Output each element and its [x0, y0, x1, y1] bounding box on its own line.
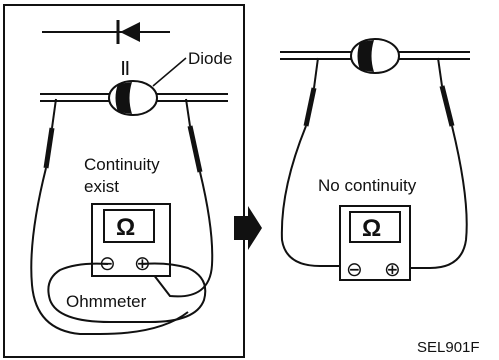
ohm-symbol-left: Ω [116, 214, 135, 241]
lead-left [30, 167, 189, 335]
probe-right-icon [185, 98, 203, 173]
diode-component-right-icon [280, 38, 470, 74]
ohmmeter-right: Ω ⊖ ⊕ [339, 205, 411, 281]
probe-left-icon [43, 98, 57, 169]
lead-right-panel-right [398, 125, 468, 269]
figure-code: SEL901F [417, 339, 480, 356]
terminal-minus-right: ⊖ [346, 259, 363, 281]
ohmmeter-left-display [103, 209, 155, 243]
continuity-label-line2: exist [84, 177, 119, 196]
continuity-label-line1: Continuity [84, 155, 160, 174]
diode-leader-line [152, 57, 187, 87]
diode-symbol-icon [42, 20, 170, 44]
ohmmeter-cable-loop [47, 262, 207, 323]
ohmmeter-label: Ohmmeter [66, 292, 147, 311]
ohm-symbol-right: Ω [362, 215, 381, 242]
left-panel: || Diode Continuity exist [3, 4, 245, 358]
lead-right-panel-left [280, 125, 348, 267]
diode-label: Diode [188, 49, 232, 68]
no-continuity-label: No continuity [318, 176, 417, 195]
ohmmeter-right-display [349, 211, 401, 243]
left-panel-frame [3, 4, 245, 358]
arrow-icon [234, 206, 262, 250]
ohmmeter-left: Ω ⊖ ⊕ [91, 203, 171, 277]
lead-right [149, 171, 214, 298]
probe-right-panel-right-icon [437, 57, 455, 127]
terminal-plus-right: ⊕ [384, 259, 401, 281]
diode-component-icon [40, 80, 228, 116]
right-panel: No continuity Ω ⊖ ⊕ [280, 38, 470, 281]
equals-mark: || [121, 59, 129, 76]
probe-right-panel-left-icon [303, 57, 319, 127]
